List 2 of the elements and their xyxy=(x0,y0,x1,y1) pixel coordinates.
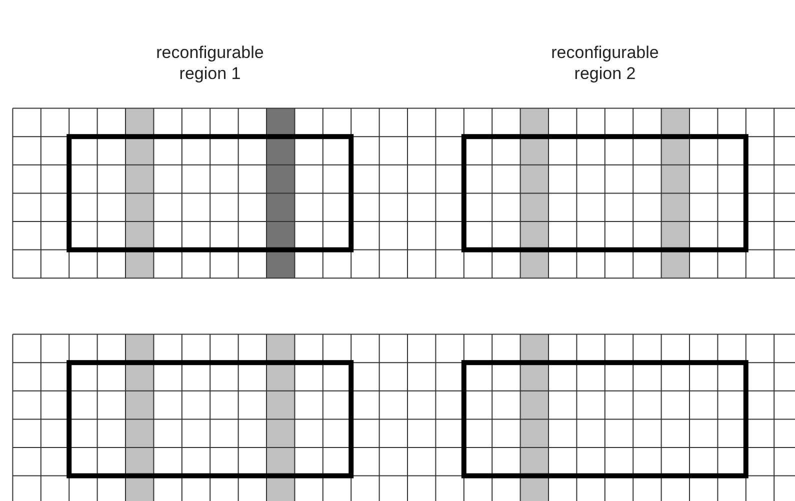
region-label: reconfigurable region 1 xyxy=(155,42,265,84)
region-label: reconfigurable region 2 xyxy=(550,42,660,84)
